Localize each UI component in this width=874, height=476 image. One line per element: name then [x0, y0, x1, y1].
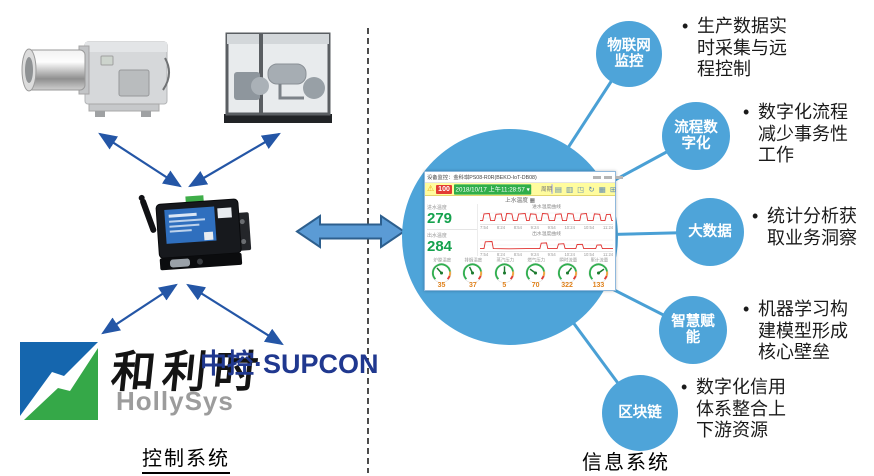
- x-tick-label: 10:24: [564, 226, 575, 231]
- trend-chart-title: 出水温度曲线: [532, 230, 561, 236]
- x-tick-label: 11:24: [602, 226, 614, 231]
- gauge-value: 322: [561, 282, 573, 289]
- bullet-text: 生产数据实 时采集与远 程控制: [697, 16, 787, 79]
- x-tick-label: 8:54: [513, 226, 522, 231]
- dashboard-titlebar: 设备监控：金科琪PS08-R0R(BEKO-IoT-DB08): [425, 172, 624, 183]
- gauge-label: 炉膛温度: [433, 257, 452, 263]
- gauge: 炉膛温度 35: [427, 257, 456, 289]
- dashboard-title: 设备监控：金科琪PS08-R0R(BEKO-IoT-DB08): [427, 174, 537, 180]
- trend-chart-title: 进水温度曲线: [532, 203, 561, 209]
- bidirectional-arrow: [295, 214, 406, 249]
- gauge-dial: [431, 263, 452, 283]
- x-tick-label: 8:24: [496, 253, 506, 258]
- bullet-dot: •: [682, 16, 689, 36]
- x-axis-ticks: 7:54 8:24 8:54 9:24 9:54 10:24 10:54 11:24: [480, 226, 613, 230]
- x-tick-label: 8:54: [513, 253, 522, 258]
- device-link-arrows: [98, 132, 284, 346]
- feature-bullet: • 数字化流程 减少事务性 工作: [743, 102, 855, 167]
- gauge: 蒸汽压力 5: [490, 257, 519, 289]
- trend-chart: [480, 212, 613, 225]
- gauge: 燃气压力 70: [521, 257, 550, 289]
- toolbar-icons[interactable]: ▤ ▥ ◳ ↻ ▦ ⊞: [554, 184, 618, 194]
- feature-circle-blockchain: 区块链: [602, 375, 678, 451]
- stat-value: 279: [427, 210, 453, 227]
- hollysys-logo-icon: [14, 336, 104, 426]
- stat-label: 出水温度: [427, 232, 447, 239]
- period-label: 周期: [540, 185, 553, 193]
- gauge-label: 排烟温度: [464, 257, 483, 263]
- feature-bullet: • 统计分析获 取业务洞察: [752, 206, 866, 249]
- gauge-value: 37: [468, 282, 477, 289]
- hollysys-english-wordmark: HollySys: [116, 386, 234, 416]
- bullet-text: 统计分析获 取业务洞察: [767, 206, 857, 248]
- bullet-text: 数字化流程 减少事务性 工作: [758, 102, 848, 165]
- x-axis-ticks: 7:54 8:24 8:54 9:24 9:54 10:24 10:54 11:24: [480, 253, 613, 257]
- bullet-dot: •: [743, 102, 750, 122]
- info-system-caption: 信息系统: [582, 446, 670, 476]
- monitoring-dashboard: 设备监控：金科琪PS08-R0R(BEKO-IoT-DB08) ⚠ 100 20…: [424, 171, 624, 291]
- gauge-dial: [494, 263, 515, 283]
- feature-bullet: • 机器学习构 建模型形成 核心壁垒: [743, 299, 857, 364]
- gauge-value: 35: [437, 282, 446, 289]
- x-tick-label: 9:24: [530, 253, 539, 258]
- x-tick-label: 10:24: [564, 253, 575, 258]
- bullet-dot: •: [743, 299, 750, 319]
- gauge-label: 蒸汽压力: [496, 257, 514, 263]
- x-tick-label: 7:54: [480, 253, 489, 258]
- timestamp-dropdown[interactable]: 2018/10/17 上午11:28:57 ▾: [453, 183, 532, 195]
- gauge: 瞬时流量 322: [553, 257, 582, 289]
- period-input[interactable]: [550, 184, 553, 194]
- x-tick-label: 10:54: [583, 226, 595, 231]
- bullet-text: 机器学习构 建模型形成 核心壁垒: [758, 299, 848, 362]
- gauge-value: 5: [502, 282, 507, 289]
- stat-value: 284: [427, 238, 453, 255]
- gauge-dial: [525, 263, 546, 283]
- stats-column: 进水温度 279 出水温度 284: [427, 204, 478, 256]
- gauge-value: 133: [592, 282, 605, 289]
- bullet-text: 数字化信用 体系整合上 下游资源: [696, 377, 786, 440]
- x-tick-label: 7:54: [480, 226, 489, 231]
- feature-circle-process-digitization: 流程数 字化: [662, 102, 730, 170]
- x-tick-label: 8:24: [496, 226, 506, 231]
- dashboard-toolbar: ⚠ 100 2018/10/17 上午11:28:57 ▾ 周期 ▤ ▥ ◳ ↻…: [425, 183, 618, 196]
- bullet-dot: •: [681, 377, 688, 397]
- x-tick-label: 10:54: [583, 253, 595, 258]
- gauge-dial: [588, 263, 609, 283]
- feature-circle-ai: 智慧赋 能: [659, 296, 727, 364]
- gauge-dial: [463, 263, 483, 283]
- warning-icon: ⚠: [427, 184, 435, 193]
- trend-chart: [480, 239, 613, 252]
- compressor-illustration: [222, 30, 334, 126]
- gauge-label: 燃气压力: [527, 257, 546, 263]
- gauge: 累计流量 133: [584, 257, 613, 289]
- supcon-logo-wordmark: 中控·SUPCON: [200, 349, 379, 379]
- chart-group-icon[interactable]: ▦: [529, 196, 536, 204]
- gauge-value: 70: [531, 282, 540, 289]
- gauge-dial: [557, 263, 577, 283]
- control-system-caption: 控制系统: [142, 442, 230, 474]
- burner-illustration: [15, 20, 175, 122]
- x-tick-label: 9:54: [547, 253, 556, 258]
- feature-bullet: • 生产数据实 时采集与远 程控制: [682, 16, 794, 81]
- x-tick-label: 11:24: [602, 253, 614, 258]
- bullet-dot: •: [752, 206, 759, 226]
- gauge-row: 炉膛温度 35 排烟温度 37 蒸汽压力 5 燃气压力 70 瞬时流量 322 累计流量 133: [427, 257, 613, 289]
- gauge-label: 累计流量: [590, 257, 609, 263]
- feature-circle-iot: 物联网 监控: [596, 21, 662, 87]
- window-controls[interactable]: [593, 175, 624, 179]
- chart-group-title: 上水温度: [504, 196, 528, 204]
- gauge: 排烟温度 37: [458, 257, 487, 289]
- chart-group-header: 上水温度 ▦: [452, 196, 589, 204]
- iot-gateway-illustration: [132, 186, 257, 282]
- x-tick-label: 9:54: [547, 226, 556, 231]
- alarm-count-badge: 100: [436, 184, 452, 194]
- feature-circle-big-data: 大数据: [676, 198, 744, 266]
- x-tick-label: 9:24: [530, 226, 539, 231]
- stat-label: 进水温度: [427, 204, 447, 211]
- feature-bullet: • 数字化信用 体系整合上 下游资源: [681, 377, 795, 442]
- gauge-label: 瞬时流量: [559, 257, 577, 263]
